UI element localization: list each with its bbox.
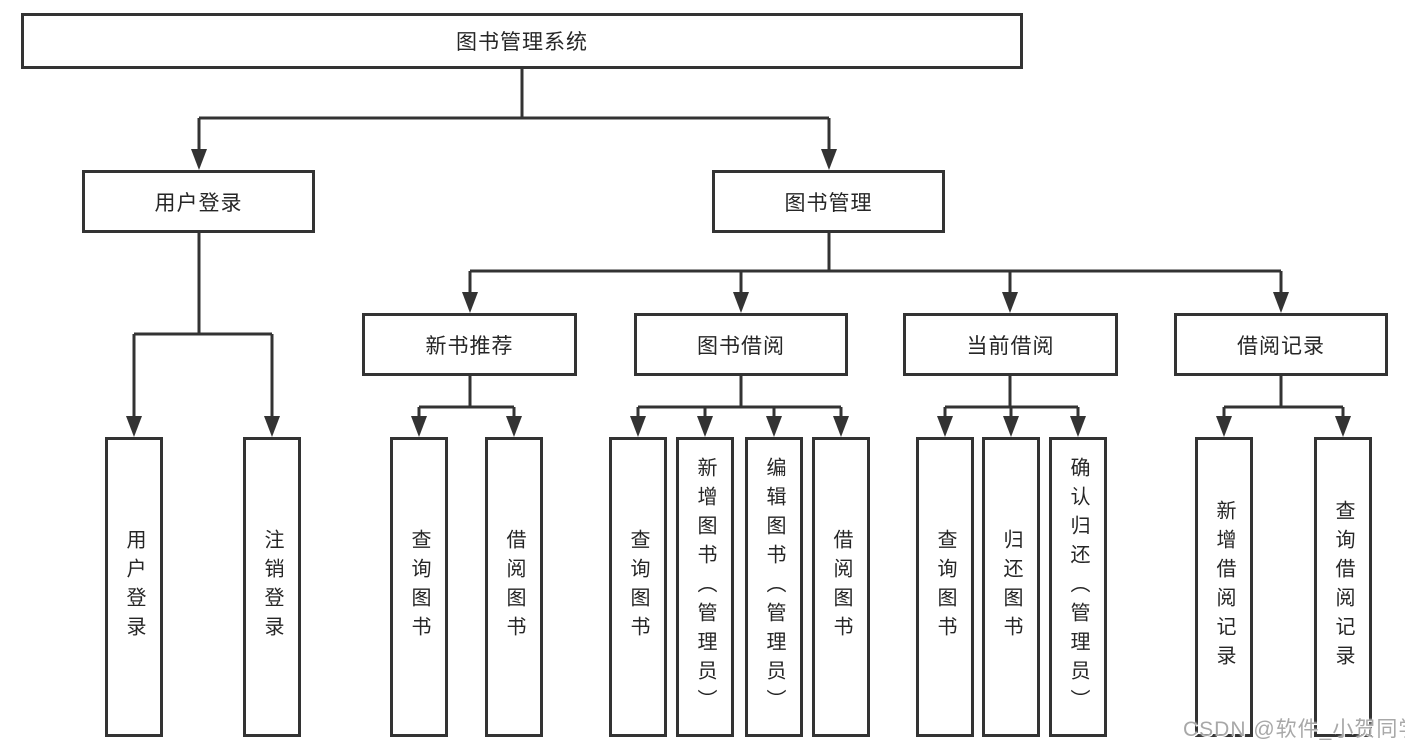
arrow-icon	[411, 416, 427, 437]
connector-book-management-branch	[468, 231, 1283, 309]
leaf-logout: 注销登录	[243, 437, 301, 737]
leaf-label: 查询图书	[408, 529, 430, 645]
node-borrow-records: 借阅记录	[1174, 313, 1388, 376]
leaf-label: 用户登录	[123, 529, 145, 645]
arrow-icon	[191, 149, 207, 170]
connector-root-to-level2	[197, 67, 831, 166]
node-book-borrow: 图书借阅	[634, 313, 848, 376]
leaf-label: 编辑图书（管理员）	[763, 456, 785, 718]
connector-user-login-branch	[132, 231, 274, 433]
leaf-borrow-borrow-books: 借阅图书	[812, 437, 870, 737]
arrow-icon	[1002, 292, 1018, 313]
leaf-records-add-record: 新增借阅记录	[1195, 437, 1253, 737]
leaf-label: 新增图书（管理员）	[694, 456, 716, 718]
connector-book-borrow-branch	[636, 374, 843, 433]
leaf-label: 查询图书	[934, 529, 956, 645]
arrow-icon	[1003, 416, 1019, 437]
arrow-icon	[1070, 416, 1086, 437]
node-user-login: 用户登录	[82, 170, 315, 233]
connector-borrow-records-branch	[1222, 374, 1345, 433]
arrow-icon	[126, 416, 142, 437]
arrow-icon	[1335, 416, 1351, 437]
leaf-label: 查询图书	[627, 529, 649, 645]
leaf-current-return-books: 归还图书	[982, 437, 1040, 737]
arrow-icon	[264, 416, 280, 437]
node-current-borrow: 当前借阅	[903, 313, 1118, 376]
leaf-borrow-query-books: 查询图书	[609, 437, 667, 737]
leaf-label: 确认归还（管理员）	[1067, 456, 1089, 718]
arrow-icon	[937, 416, 953, 437]
connector-new-book-branch	[417, 374, 516, 433]
csdn-watermark: CSDN @软件_小贺同学	[1183, 718, 1405, 741]
leaf-label: 借阅图书	[830, 529, 852, 645]
arrow-icon	[821, 149, 837, 170]
leaf-label: 新增借阅记录	[1213, 500, 1235, 674]
arrow-icon	[1216, 416, 1232, 437]
arrow-icon	[1273, 292, 1289, 313]
leaf-label: 注销登录	[261, 529, 283, 645]
leaf-recommend-query-books: 查询图书	[390, 437, 448, 737]
node-root-system: 图书管理系统	[21, 13, 1023, 69]
arrow-icon	[506, 416, 522, 437]
leaf-recommend-borrow-books: 借阅图书	[485, 437, 543, 737]
arrow-icon	[697, 416, 713, 437]
node-new-book-recommend: 新书推荐	[362, 313, 577, 376]
arrow-icon	[766, 416, 782, 437]
leaf-borrow-add-books-admin: 新增图书（管理员）	[676, 437, 734, 737]
leaf-label: 借阅图书	[503, 529, 525, 645]
leaf-user-login: 用户登录	[105, 437, 163, 737]
leaf-records-query-record: 查询借阅记录	[1314, 437, 1372, 737]
arrow-icon	[462, 292, 478, 313]
arrow-icon	[630, 416, 646, 437]
arrowheads	[126, 149, 1351, 437]
leaf-label: 归还图书	[1000, 529, 1022, 645]
leaf-current-query-books: 查询图书	[916, 437, 974, 737]
leaf-current-confirm-return-admin: 确认归还（管理员）	[1049, 437, 1107, 737]
leaf-label: 查询借阅记录	[1332, 500, 1354, 674]
arrow-icon	[833, 416, 849, 437]
arrow-icon	[733, 292, 749, 313]
leaf-borrow-edit-books-admin: 编辑图书（管理员）	[745, 437, 803, 737]
node-book-management: 图书管理	[712, 170, 945, 233]
